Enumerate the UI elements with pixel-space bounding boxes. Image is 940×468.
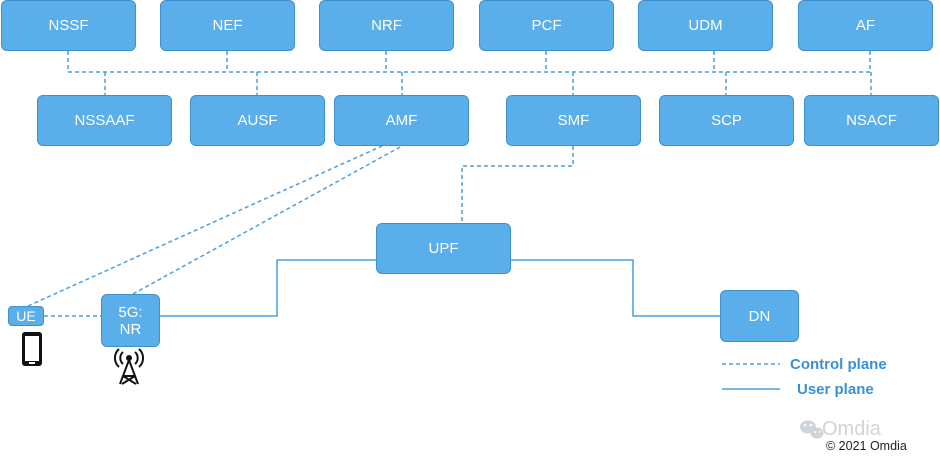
legend-user-plane-label: User plane: [797, 381, 874, 398]
scp-node: SCP: [659, 95, 794, 146]
mobile-phone-icon: [22, 332, 42, 366]
pcf-node: PCF: [479, 0, 614, 51]
pcf-label: PCF: [531, 17, 562, 34]
wechat-icon: [800, 420, 824, 439]
ue-label: UE: [16, 307, 36, 324]
dn-label: DN: [748, 307, 771, 325]
user-plane-links: [160, 259, 780, 390]
smf-label: SMF: [557, 112, 590, 129]
ausf-node: AUSF: [190, 95, 325, 146]
control-plane-links: [27, 51, 872, 365]
nef-node: NEF: [160, 0, 295, 51]
ausf-label: AUSF: [237, 112, 278, 129]
nssaaf-label: NSSAAF: [74, 112, 135, 129]
ue-node: UE: [8, 306, 44, 326]
dn-node: DN: [720, 290, 799, 342]
udm-label: UDM: [688, 17, 723, 34]
nsacf-node: NSACF: [804, 95, 939, 146]
ue-amf-link: [27, 145, 383, 307]
nsacf-label: NSACF: [846, 112, 897, 129]
upf-dn-link: [511, 259, 720, 317]
scp-label: SCP: [711, 112, 742, 129]
amf-node: AMF: [334, 95, 469, 146]
nr-node: 5G: NR: [101, 294, 160, 347]
nssaaf-node: NSSAAF: [37, 95, 172, 146]
cell-tower-icon: [113, 348, 145, 385]
copyright-text: © 2021 Omdia: [826, 439, 907, 453]
nrf-label: NRF: [371, 17, 402, 34]
nr-amf-link: [132, 145, 403, 295]
nrf-node: NRF: [319, 0, 454, 51]
nssf-label: NSSF: [48, 17, 89, 34]
upf-label: UPF: [428, 240, 459, 257]
legend-control-plane-label: Control plane: [790, 356, 887, 373]
upf-node: UPF: [376, 223, 511, 274]
nr-upf-link: [160, 259, 376, 317]
smf-upf-link: [461, 146, 574, 223]
nssf-node: NSSF: [1, 0, 136, 51]
af-node: AF: [798, 0, 933, 51]
nef-label: NEF: [212, 17, 243, 34]
smf-node: SMF: [506, 95, 641, 146]
watermark-text: Omdia: [822, 418, 881, 440]
udm-node: UDM: [638, 0, 773, 51]
af-label: AF: [855, 17, 876, 34]
amf-label: AMF: [385, 112, 418, 129]
nr-label-line1: 5G:: [118, 303, 143, 321]
nr-label-line2: NR: [119, 320, 142, 338]
